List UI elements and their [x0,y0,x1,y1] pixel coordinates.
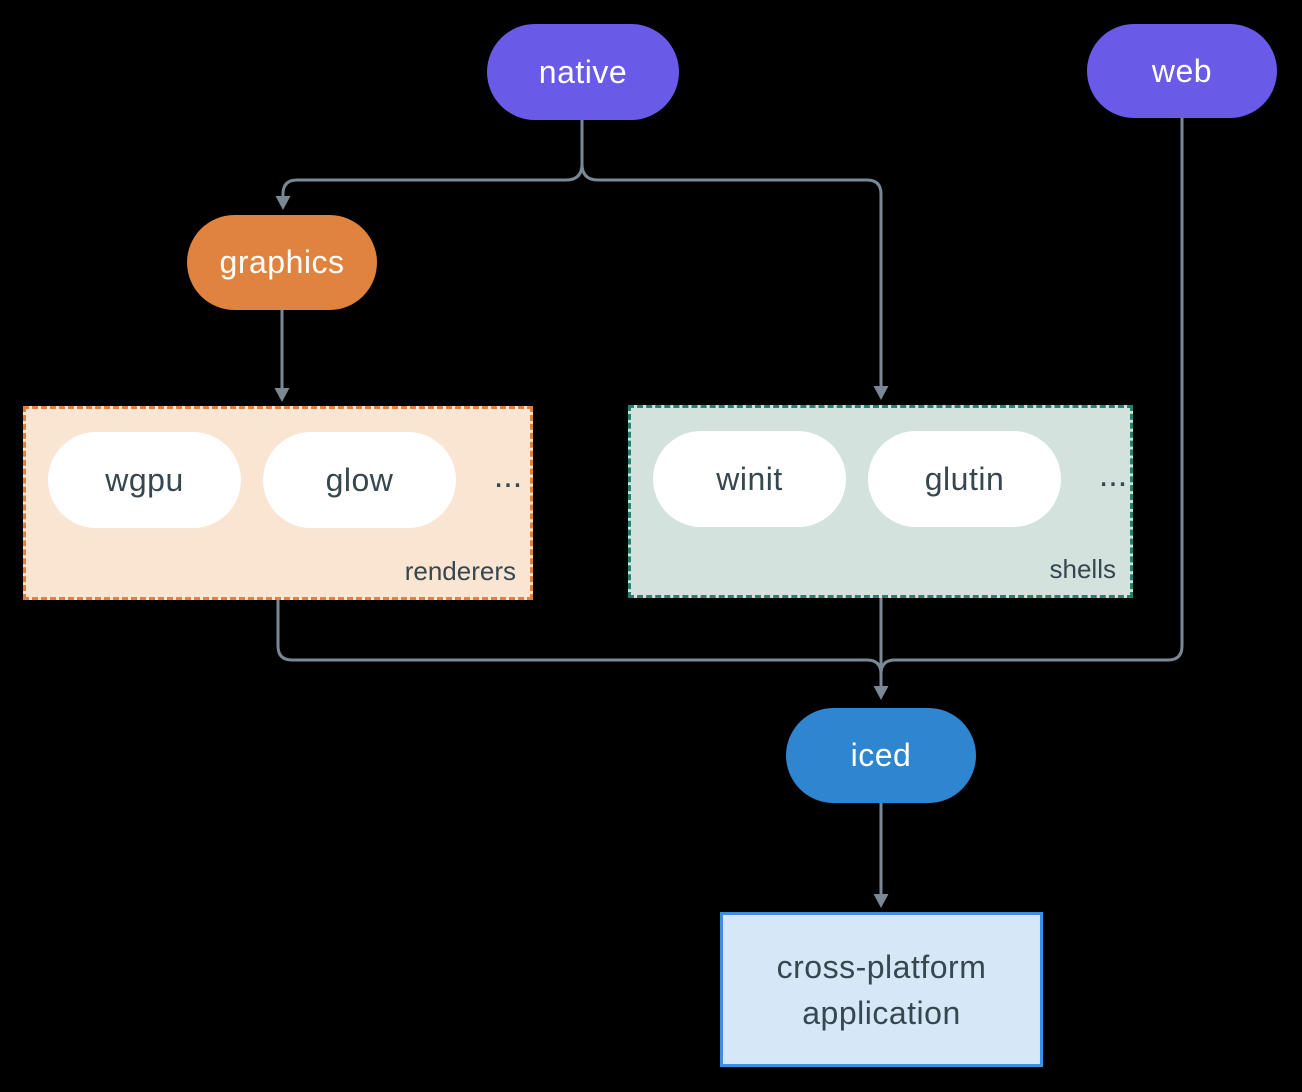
node-web: web [1087,24,1277,118]
shells-group-label: shells [1049,554,1116,584]
edge-web-iced [879,118,1184,675]
node-iced-label: iced [850,737,912,773]
node-cross-platform-application: cross-platform application [720,912,1043,1067]
arrowhead-app [873,894,889,908]
renderers-group-label: renderers [404,556,516,586]
app-label-line1: cross-platform [776,948,987,985]
node-graphics: graphics [187,215,377,310]
arrowhead-shells [873,386,889,400]
node-wgpu: wgpu [48,432,241,528]
node-iced: iced [786,708,976,803]
arrowhead-iced [873,686,889,700]
group-renderers: wgpu glow ... renderers [23,406,533,600]
edge-native-graphics [281,120,584,196]
node-winit: winit [653,431,846,527]
node-glutin: glutin [868,431,1061,527]
group-shells: winit glutin ... shells [628,405,1133,598]
node-glow: glow [263,432,456,528]
arrowhead-graphics [275,196,291,210]
edge-native-shells [580,120,883,386]
node-winit-label: winit [716,460,783,497]
renderers-ellipsis: ... [493,457,523,495]
node-glow-label: glow [325,461,394,498]
arrowhead-renderers [274,388,290,402]
shells-ellipsis: ... [1098,456,1128,494]
node-wgpu-label: wgpu [105,461,184,498]
node-web-label: web [1151,52,1213,89]
node-graphics-label: graphics [219,244,345,280]
node-native-label: native [538,53,628,90]
app-label-line2: application [802,994,961,1031]
node-glutin-label: glutin [924,460,1005,497]
node-native: native [487,24,679,120]
edge-renderers-iced [276,600,883,675]
